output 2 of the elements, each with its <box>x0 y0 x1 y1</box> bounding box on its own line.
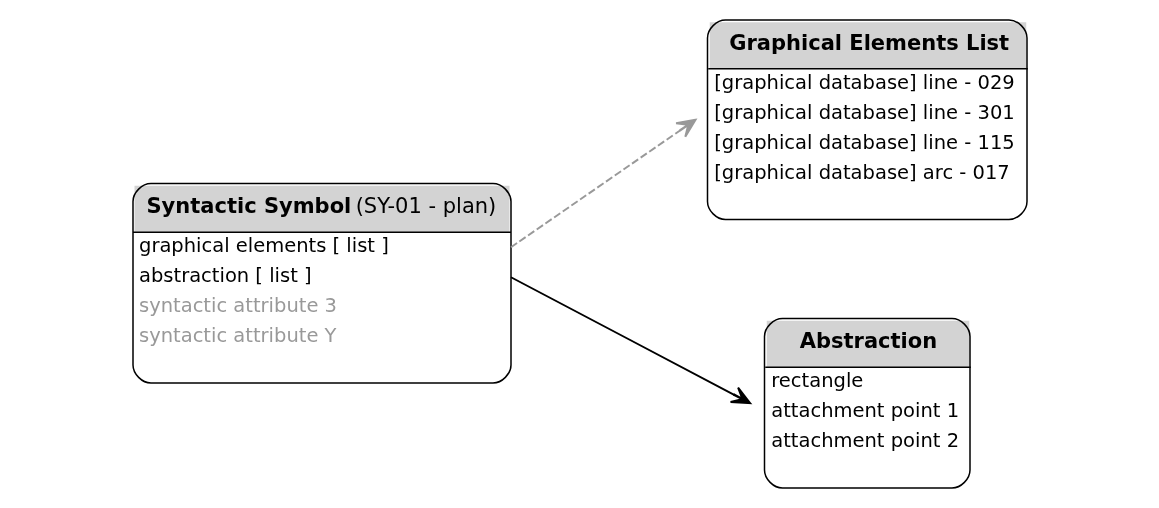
arrow <box>509 118 696 249</box>
arrow <box>509 276 751 405</box>
